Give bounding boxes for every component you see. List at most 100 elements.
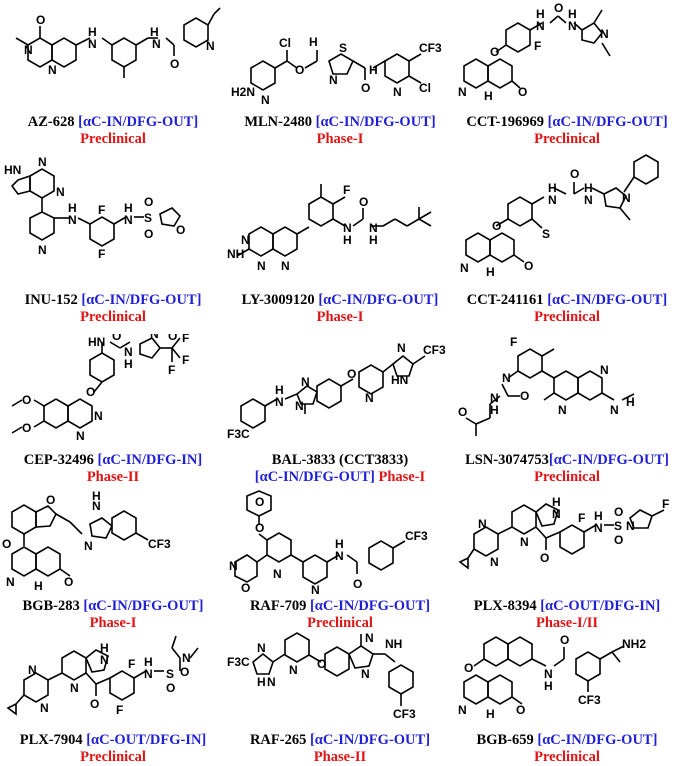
atom-label: N xyxy=(544,667,553,681)
atom-label: H xyxy=(568,7,577,21)
compound-name: INU-152 xyxy=(24,292,78,308)
caption-plx-8394: PLX-8394 [αC-OUT/DFG-IN] Phase-I/II xyxy=(454,598,680,632)
atom-label: N xyxy=(369,221,378,235)
atom-label: O xyxy=(22,421,31,435)
structure-cct-196969: H N O H N F N O N H O xyxy=(454,0,680,112)
atom-label: N xyxy=(38,243,47,257)
compound-phase: Preclinical xyxy=(534,749,600,765)
structure-bgb-659: N H O NH2 CF3 O N H O xyxy=(454,632,680,730)
atom-label: O xyxy=(22,393,31,407)
structure-drawing-az-628: O N N H N H N O N xyxy=(15,7,221,78)
atom-label: F xyxy=(662,497,669,511)
compound-classification: [αC-IN/DFG-OUT] xyxy=(315,114,436,130)
atom-label: N xyxy=(490,391,499,405)
atom-label: N xyxy=(124,213,133,227)
atom-label: H xyxy=(486,265,495,279)
compound-cell-raf-709: O O N N O N H N O CF3 RAF-709 [αC-IN/DFG… xyxy=(227,490,453,631)
compound-name: PLX-8394 xyxy=(473,598,537,614)
atom-label: H xyxy=(150,25,159,39)
structure-cep-32496: HN O N H N O F F F O O O N N xyxy=(0,334,226,446)
atom-label: H xyxy=(309,35,318,49)
caption-ly-3009120: LY-3009120 [αC-IN/DFG-OUT] Phase-I xyxy=(227,292,453,326)
atom-label: N xyxy=(281,259,290,273)
compound-name: AZ-628 xyxy=(27,114,75,130)
atom-label: N xyxy=(600,27,609,41)
compound-phase: Phase-I xyxy=(316,131,364,147)
compound-cell-bal-3833: F3C H N N N O N HN N CF3 BAL-3833 (CCT38… xyxy=(227,334,453,486)
atom-label: N xyxy=(329,73,338,87)
caption-raf-265: RAF-265 [αC-IN/DFG-OUT] Phase-II xyxy=(227,732,453,766)
atom-label: O xyxy=(516,703,525,717)
structure-drawing-plx-8394: N N N H N O F H N S O O N F xyxy=(458,495,669,570)
compound-classification: [αC-IN/DFG-OUT] xyxy=(254,469,375,485)
atom-label: N xyxy=(584,193,593,207)
structure-drawing-plx-7904: N N N H N O F F H N S O O N xyxy=(6,635,199,717)
atom-label: O xyxy=(176,223,185,237)
atom-label: N xyxy=(295,399,304,413)
atom-label: O xyxy=(492,219,501,233)
atom-label: F3C xyxy=(227,655,250,669)
compound-classification: [αC-IN/DFG-IN] xyxy=(97,452,203,468)
atom-label: N xyxy=(490,555,499,569)
atom-label: H xyxy=(275,383,284,397)
atom-label: N xyxy=(144,667,153,681)
atom-label: N xyxy=(182,651,191,665)
atom-label: N xyxy=(241,233,250,247)
structure-plx-7904: N N N H N O F F H N S O O N xyxy=(0,632,226,730)
atom-label: HN xyxy=(391,373,408,387)
atom-label: O xyxy=(241,581,250,594)
atom-label: N xyxy=(6,575,15,589)
atom-label: S xyxy=(144,211,152,225)
atom-label: O xyxy=(255,521,264,535)
compound-name: LY-3009120 xyxy=(241,292,315,308)
compound-classification: [αC-OUT/DFG-IN] xyxy=(540,598,661,614)
atom-label: N xyxy=(520,535,529,549)
atom-label: N xyxy=(267,675,276,689)
atom-label: N xyxy=(502,371,511,385)
atom-label: F xyxy=(168,363,175,377)
compound-phase: Phase-I/II xyxy=(535,615,599,631)
compound-cell-plx-8394: N N N H N O F H N S O O N F PLX-8394 [αC… xyxy=(454,490,680,632)
atom-label: NH xyxy=(385,637,402,651)
atom-label: O xyxy=(255,495,264,509)
atom-label: Cl xyxy=(279,36,291,50)
structure-drawing-inu-152: HN N N N H N F F H N S O O O xyxy=(4,155,185,261)
atom-label: H xyxy=(100,641,109,655)
atom-label: CF3 xyxy=(393,707,416,721)
atom-label: O xyxy=(112,334,121,343)
compound-cell-inu-152: HN N N N H N F F H N S O O O INU-152 [αC… xyxy=(0,154,226,328)
atom-label: O xyxy=(166,681,175,695)
atom-label: HN xyxy=(88,335,105,349)
structure-raf-265: F3C N H N N O N N NH CF3 xyxy=(227,632,453,730)
atom-label: CF3 xyxy=(423,343,446,357)
atom-label: F3C xyxy=(227,427,250,441)
atom-label: O xyxy=(614,533,623,547)
compound-cell-az-628: O N N H N H N O N AZ-628 [αC-IN/DFG-OUT]… xyxy=(0,0,226,150)
compound-classification: [αC-IN/DFG-OUT] xyxy=(83,598,204,614)
atom-label: N xyxy=(56,185,65,199)
compound-classification: [αC-IN/DFG-OUT] xyxy=(547,114,668,130)
atom-label: N xyxy=(150,334,159,341)
compound-name: CEP-32496 xyxy=(23,452,94,468)
atom-label: H xyxy=(594,509,603,523)
atom-label: F xyxy=(182,334,189,345)
compound-classification: [αC-IN/DFG-OUT] xyxy=(78,114,199,130)
compound-name: CCT-241161 xyxy=(466,292,544,308)
atom-label: N xyxy=(600,363,609,377)
atom-label: S xyxy=(542,227,550,241)
atom-label: F xyxy=(98,203,105,217)
compound-name: BAL-3833 (CCT3833) xyxy=(271,452,409,468)
atom-label: H xyxy=(626,395,635,409)
atom-label: N xyxy=(460,261,469,275)
compound-classification: [αC-IN/DFG-OUT] xyxy=(548,452,669,468)
atom-label: O xyxy=(540,551,549,565)
atom-label: Cl xyxy=(419,81,431,95)
atom-label: N xyxy=(273,567,282,581)
compound-phase: Phase-I xyxy=(316,309,364,325)
atom-label: H xyxy=(124,357,133,371)
structure-drawing-cct-241161: H N O H N N S O N H O xyxy=(460,154,659,279)
atom-label: H xyxy=(486,707,495,721)
compound-cell-cct-241161: H N O H N N S O N H O CCT-241161 [αC-IN/… xyxy=(454,154,680,328)
atom-label: N xyxy=(301,375,310,389)
atom-label: O xyxy=(170,57,179,71)
